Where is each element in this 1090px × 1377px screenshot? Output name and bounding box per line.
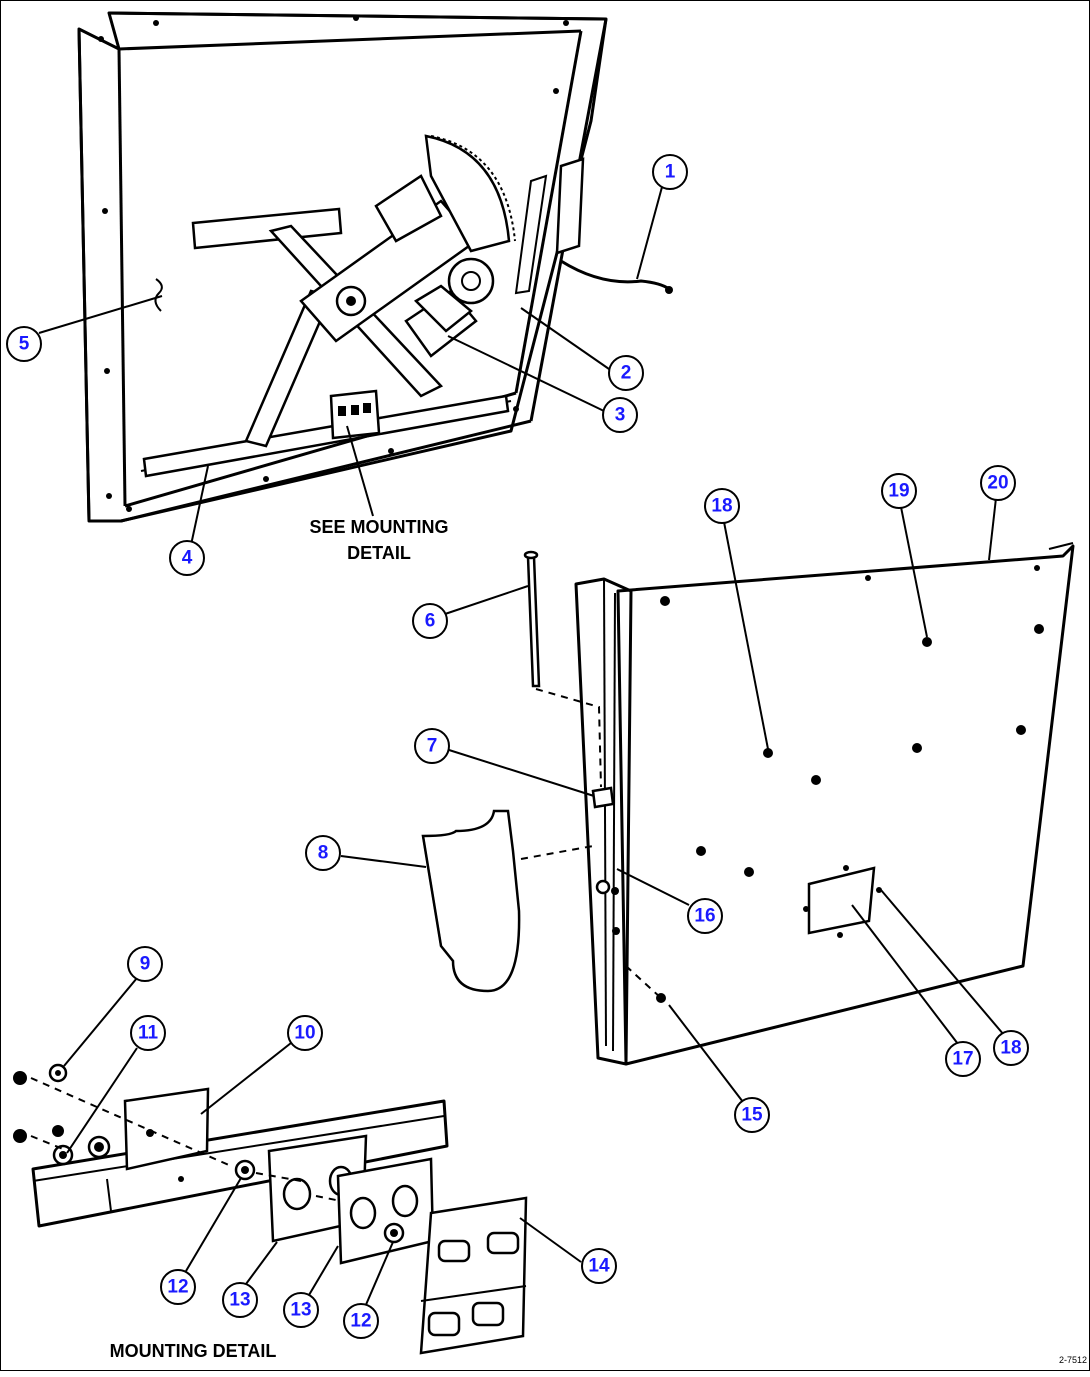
svg-text:10: 10 — [294, 1023, 315, 1044]
svg-text:5: 5 — [19, 334, 30, 355]
mounting-detail-label: MOUNTING DETAIL — [110, 1341, 277, 1361]
callout-12-right: 12 — [343, 1303, 379, 1339]
drawing-number: 2-7512 — [1059, 1355, 1087, 1365]
svg-text:13: 13 — [229, 1290, 250, 1311]
svg-text:1: 1 — [665, 162, 676, 183]
svg-text:19: 19 — [888, 481, 909, 502]
callout-18-top: 18 — [704, 488, 740, 524]
svg-text:16: 16 — [694, 906, 715, 927]
callout-7: 7 — [414, 728, 450, 764]
window-frame-assembly — [77, 11, 673, 523]
mounting-detail-assembly — [13, 1063, 528, 1355]
callout-12-left: 12 — [160, 1269, 196, 1305]
callout-13-right: 13 — [283, 1292, 319, 1328]
callout-19: 19 — [881, 473, 917, 509]
see-mounting-detail-label-line1: SEE MOUNTING — [309, 517, 448, 537]
svg-text:9: 9 — [140, 954, 151, 975]
svg-text:7: 7 — [427, 736, 438, 757]
svg-text:20: 20 — [987, 473, 1008, 494]
svg-text:6: 6 — [425, 611, 436, 632]
callout-16: 16 — [687, 898, 723, 934]
svg-text:13: 13 — [290, 1300, 311, 1321]
svg-text:4: 4 — [182, 548, 193, 569]
callout-2: 2 — [608, 355, 644, 391]
callout-15: 15 — [734, 1097, 770, 1133]
callout-14: 14 — [581, 1248, 617, 1284]
svg-text:11: 11 — [138, 1023, 159, 1044]
callout-9: 9 — [127, 946, 163, 982]
callout-17: 17 — [945, 1041, 981, 1077]
svg-text:8: 8 — [318, 843, 329, 864]
svg-text:3: 3 — [615, 405, 626, 426]
leader-lines — [38, 186, 1005, 1308]
callout-6: 6 — [412, 603, 448, 639]
svg-text:18: 18 — [1000, 1038, 1021, 1059]
svg-text:14: 14 — [588, 1256, 610, 1277]
callout-20: 20 — [980, 465, 1016, 501]
callout-11: 11 — [130, 1015, 166, 1051]
door-inner-panel — [421, 542, 1075, 1066]
svg-text:12: 12 — [350, 1311, 371, 1332]
svg-text:12: 12 — [167, 1277, 188, 1298]
svg-text:18: 18 — [711, 496, 732, 517]
callout-5: 5 — [6, 326, 42, 362]
callout-3: 3 — [602, 397, 638, 433]
svg-text:17: 17 — [952, 1049, 973, 1070]
callout-1: 1 — [652, 154, 688, 190]
see-mounting-detail-label-line2: DETAIL — [347, 543, 411, 563]
callout-13-left: 13 — [222, 1282, 258, 1318]
callout-8: 8 — [305, 835, 341, 871]
callout-4: 4 — [169, 540, 205, 576]
callout-18-bottom: 18 — [993, 1030, 1029, 1066]
svg-text:15: 15 — [741, 1105, 763, 1126]
svg-text:2: 2 — [621, 363, 632, 384]
callout-10: 10 — [287, 1015, 323, 1051]
